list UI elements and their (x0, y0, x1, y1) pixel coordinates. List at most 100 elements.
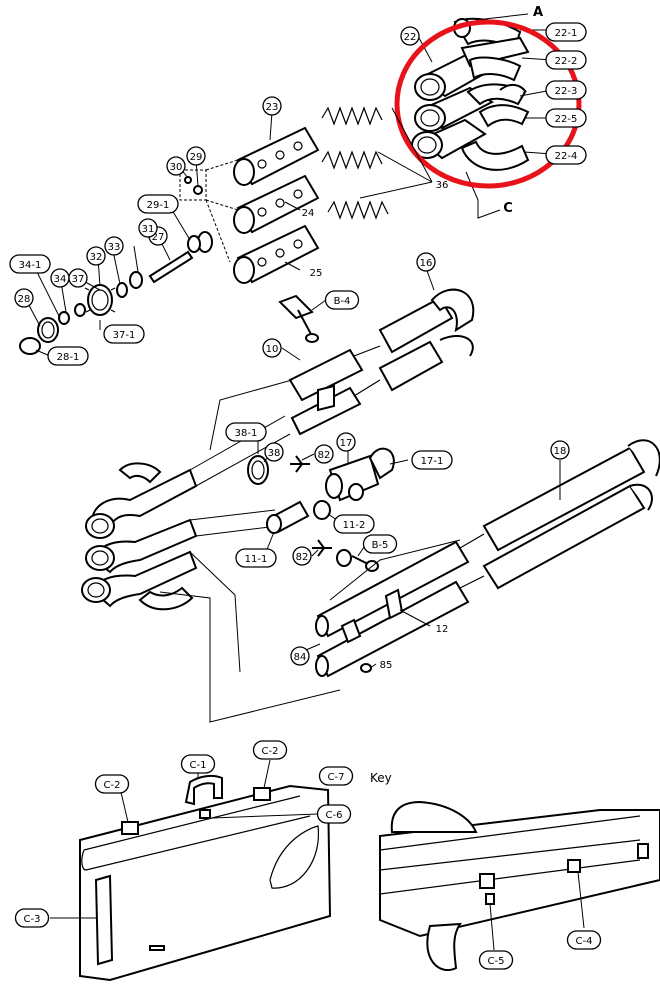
part-label-31: 31 (142, 224, 155, 235)
part-label-25: 25 (310, 268, 323, 279)
label-bubble (566, 930, 602, 950)
label-bubble (252, 740, 288, 760)
hardware (19, 159, 213, 357)
main-slide (305, 439, 660, 678)
part-label-c: C (503, 201, 513, 216)
part-label-17-1: 17-1 (421, 456, 444, 467)
case-closed (50, 759, 332, 982)
label-bubble (550, 440, 570, 460)
part-label-36: 36 (436, 180, 449, 191)
part-label-38: 38 (268, 448, 281, 459)
branch-tubes (81, 379, 341, 723)
part-label-c2b: C-2 (262, 746, 279, 757)
label-bubble (362, 534, 398, 554)
label-bubble (314, 444, 334, 464)
label-bubble (166, 156, 186, 176)
label-bubble (290, 646, 310, 666)
part-label-b4: B-4 (334, 296, 351, 307)
part-label-c4: C-4 (576, 936, 593, 947)
middle-slide (278, 267, 475, 436)
part-label-32: 32 (90, 252, 103, 263)
pistons (179, 106, 433, 284)
part-label-c2a: C-2 (104, 780, 121, 791)
label-bubble (411, 450, 453, 470)
part-label-17: 17 (340, 438, 353, 449)
label-bubble (336, 432, 356, 452)
part-label-key: Key (370, 771, 392, 785)
label-bubble (186, 146, 206, 166)
part-label-34: 34 (54, 274, 67, 285)
part-label-b5: B-5 (372, 540, 389, 551)
part-label-22-5: 22-5 (555, 114, 578, 125)
label-bubble (318, 766, 354, 786)
part-label-29-1: 29-1 (147, 200, 170, 211)
part-label-27: 27 (152, 232, 165, 243)
label-bubble (235, 548, 277, 568)
label-bubble (138, 218, 158, 238)
label-bubble (104, 236, 124, 256)
part-label-23: 23 (266, 102, 279, 113)
part-label-37: 37 (72, 274, 85, 285)
label-bubble (14, 288, 34, 308)
part-label-37-1: 37-1 (113, 330, 136, 341)
label-bubble (225, 422, 267, 442)
part-label-22-1: 22-1 (555, 28, 578, 39)
label-bubble (545, 108, 587, 128)
part-label-29: 29 (190, 152, 203, 163)
part-label-33: 33 (108, 242, 121, 253)
valve-slide-cluster (411, 13, 553, 219)
part-label-11-1: 11-1 (245, 554, 268, 565)
part-label-84: 84 (294, 652, 307, 663)
part-label-16: 16 (420, 258, 433, 269)
case-bell (379, 800, 660, 971)
part-label-28: 28 (18, 294, 31, 305)
part-label-34-1: 34-1 (19, 260, 42, 271)
label-bubble (262, 96, 282, 116)
label-bubble (292, 546, 312, 566)
part-label-c7: C-7 (328, 772, 345, 783)
part-label-82a: 82 (318, 450, 331, 461)
label-bubble (416, 252, 436, 272)
label-bubble (478, 950, 514, 970)
part-label-30: 30 (170, 162, 183, 173)
part-label-85: 85 (380, 660, 393, 671)
label-bubble (545, 50, 587, 70)
label-bubble (68, 268, 88, 288)
label-bubble (264, 442, 284, 462)
label-bubble (262, 338, 282, 358)
part-label-24: 24 (302, 208, 315, 219)
label-bubble (545, 80, 587, 100)
part-label-38-1: 38-1 (235, 428, 258, 439)
part-label-c5: C-5 (488, 956, 505, 967)
part-label-22-4: 22-4 (555, 151, 578, 162)
label-bubble (86, 246, 106, 266)
part-label-c6: C-6 (326, 810, 343, 821)
label-bubble (333, 514, 375, 534)
label-bubble (545, 22, 587, 42)
part-label-18: 18 (554, 446, 567, 457)
part-label-c3: C-3 (24, 914, 41, 925)
part-label-22-2: 22-2 (555, 56, 578, 67)
label-bubble (545, 145, 587, 165)
part-label-10: 10 (266, 344, 279, 355)
part-label-22: 22 (404, 32, 417, 43)
label-bubble (180, 754, 216, 774)
label-bubble (137, 194, 179, 214)
highlight-circle (394, 19, 582, 189)
label-bubble (9, 254, 51, 274)
part-label-c1: C-1 (190, 760, 207, 771)
label-bubble (47, 346, 89, 366)
label-bubble (103, 324, 145, 344)
part-label-12: 12 (436, 624, 449, 635)
label-bubble (14, 908, 50, 928)
part-label-82b: 82 (296, 552, 309, 563)
label-bubble (400, 26, 420, 46)
label-bubble (316, 804, 352, 824)
part-label-22-3: 22-3 (555, 86, 578, 97)
part-label-28-1: 28-1 (57, 352, 80, 363)
part-label-11-2: 11-2 (343, 520, 366, 531)
label-bubble (324, 290, 360, 310)
